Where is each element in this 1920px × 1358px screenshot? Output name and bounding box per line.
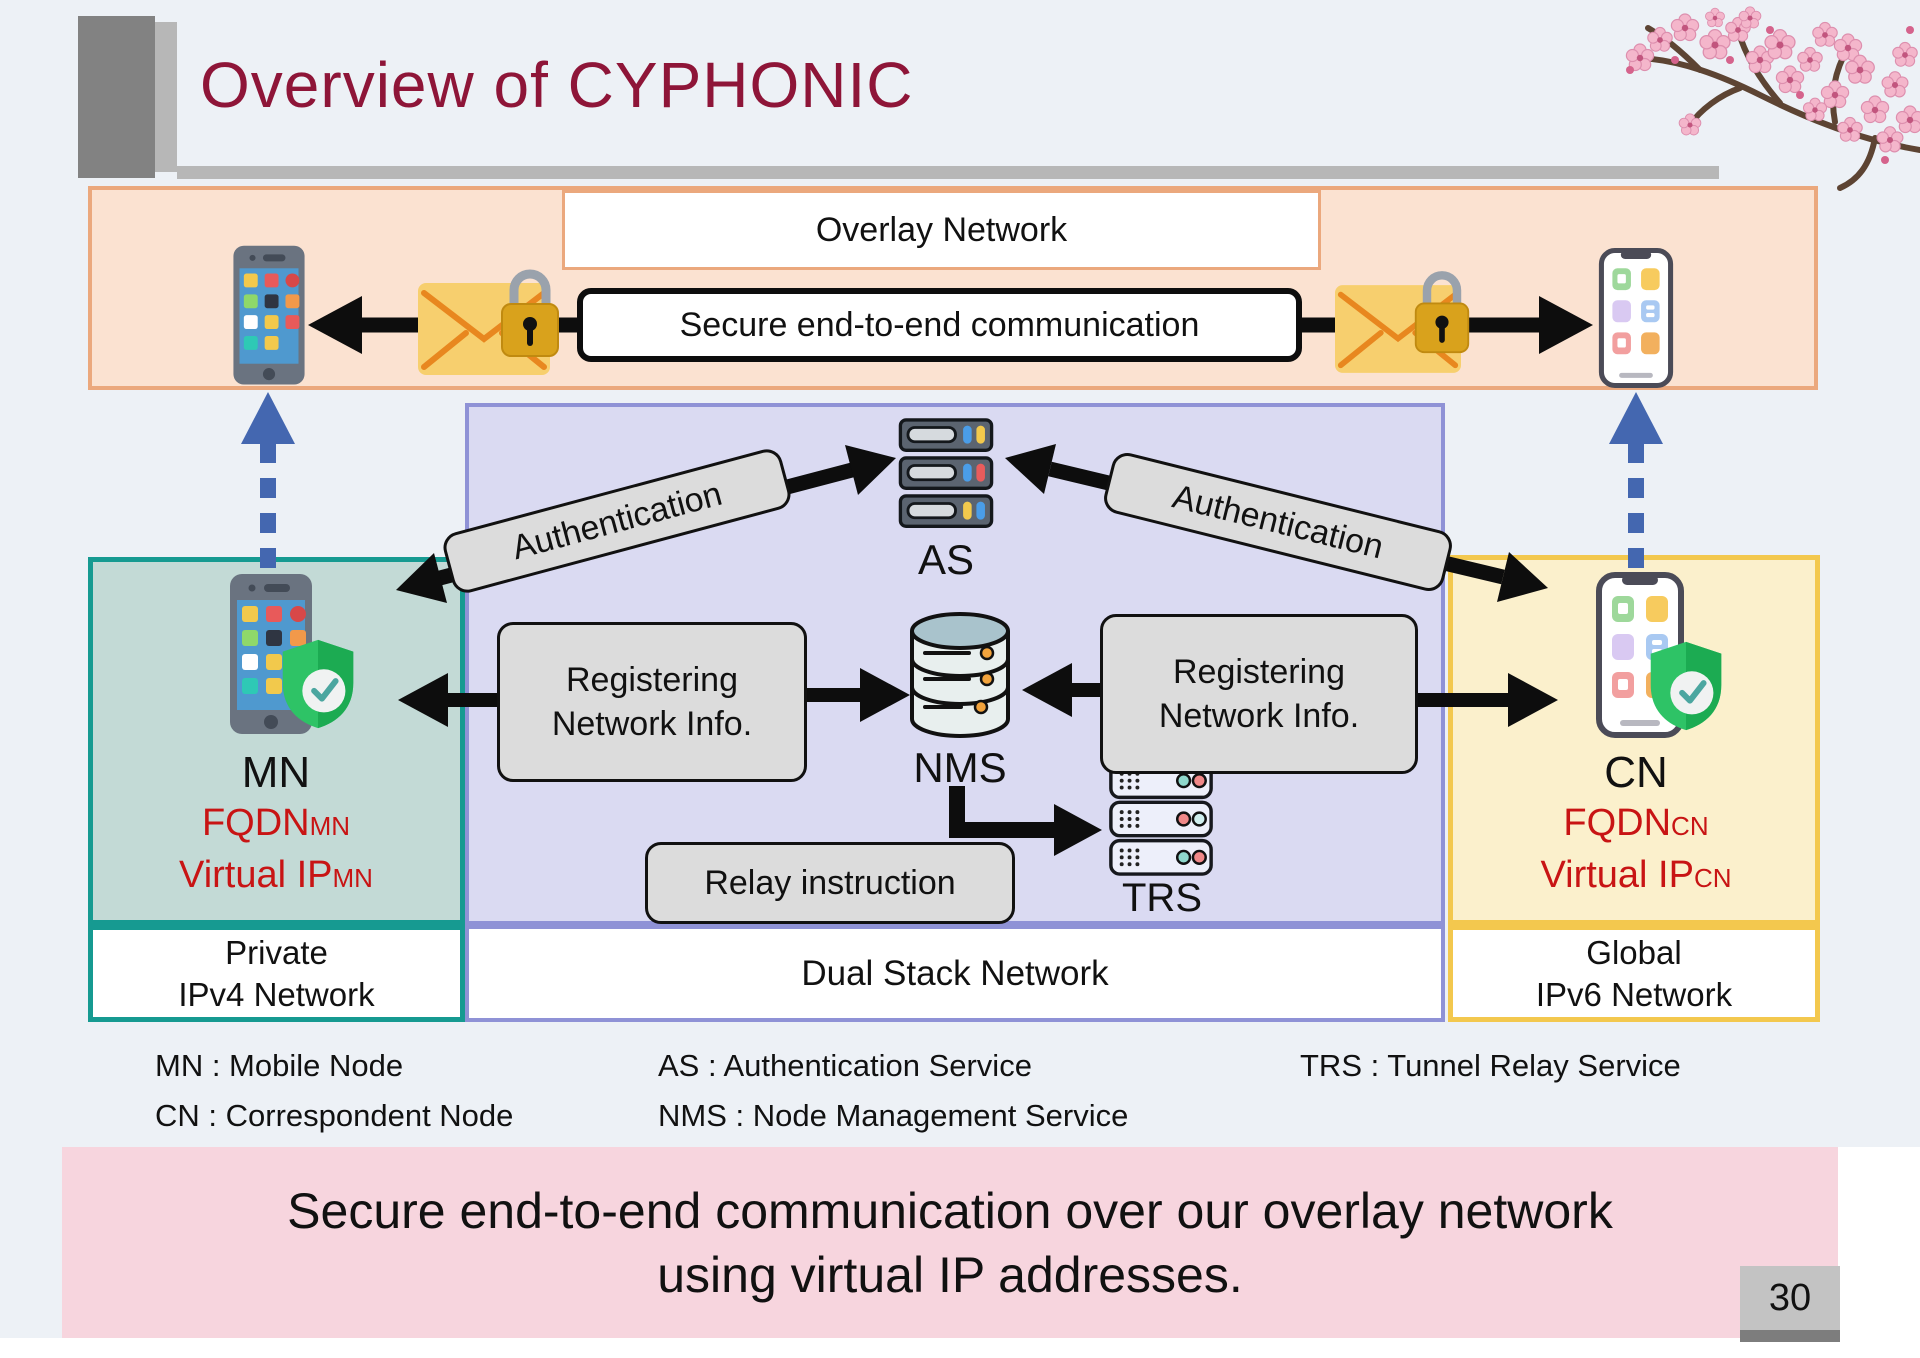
mn-shield-check-icon [282,639,354,729]
global-ipv6-network-label: Global IPv6 Network [1448,925,1820,1022]
summary-line-1: Secure end-to-end communication over our… [287,1182,1613,1239]
registering-tag-left: Registering Network Info. [497,622,807,782]
legend-nms: NMS : Node Management Service [658,1098,1129,1133]
trs-label: TRS [1122,876,1202,920]
page-number-strip [1740,1330,1840,1342]
legend-cn: CN : Correspondent Node [155,1098,514,1133]
cn-shield-check-icon [1650,641,1722,731]
title-accent-stripe [155,22,177,172]
legend-as: AS : Authentication Service [658,1048,1032,1083]
mn-overlay-phone-icon [233,245,305,385]
mn-lock-icon [501,269,559,357]
page-number: 30 [1740,1266,1840,1330]
as-label: AS [917,536,975,583]
bottom-margin [0,1338,1920,1358]
trs-server-icon [1109,762,1213,876]
legend-mn: MN : Mobile Node [155,1048,404,1083]
dual-stack-network-label: Dual Stack Network [465,925,1445,1022]
overlay-network-title: Overlay Network [562,190,1321,270]
right-margin [1838,1147,1920,1358]
title-accent-block [78,16,155,178]
relay-instruction-tag: Relay instruction [645,842,1015,924]
as-server-icon [898,418,994,528]
mn-name: MN [241,748,311,797]
legend-trs: TRS : Tunnel Relay Service [1300,1048,1681,1083]
cn-virtual-ip: Virtual IPCN [1540,854,1732,896]
cn-name: CN [1604,748,1668,797]
cn-lock-icon [1414,271,1470,354]
registering-tag-right: Registering Network Info. [1100,614,1418,774]
cn-overlay-phone-icon [1598,248,1674,388]
nms-database-icon [910,612,1010,738]
cherry-blossom-decoration-icon [1625,6,1920,191]
summary-banner: Secure end-to-end communication over our… [62,1147,1838,1338]
private-ipv4-network-label: Private IPv4 Network [88,925,465,1022]
secure-e2e-label: Secure end-to-end communication [577,288,1302,362]
summary-line-2: using virtual IP addresses. [657,1246,1243,1303]
nms-label: NMS [913,744,1007,791]
cn-fqdn: FQDNCN [1563,802,1709,844]
mn-fqdn: FQDNMN [201,802,351,844]
page-title: Overview of CYPHONIC [200,49,914,121]
mn-virtual-ip: Virtual IPMN [179,854,373,896]
title-underline-bar [177,166,1719,179]
